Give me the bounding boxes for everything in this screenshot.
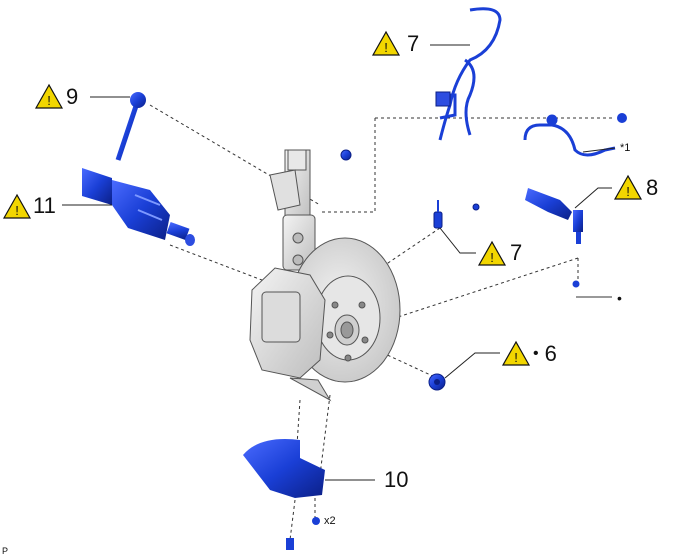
nut-top: [340, 149, 352, 161]
warning-triangle-icon: !: [2, 193, 32, 219]
drive-shaft: [82, 168, 195, 246]
callout-7-mid: 7: [510, 242, 522, 264]
callout-number: 11: [33, 193, 56, 218]
warning-triangle-icon: !: [371, 30, 401, 56]
warning-triangle-icon: !: [613, 174, 643, 200]
svg-text:!: !: [47, 93, 51, 108]
note-star-1: *1: [620, 142, 631, 154]
callout-7-top: 7: [407, 33, 419, 55]
callout-10: 10: [384, 469, 408, 491]
callout-number: 7: [407, 31, 420, 56]
warning-triangle-icon: !: [501, 340, 531, 366]
callout-6: • 6: [533, 343, 557, 365]
svg-text:!: !: [626, 184, 630, 199]
warning-triangle-icon: !: [34, 83, 64, 109]
callout-number: 7: [510, 240, 523, 265]
strut-assembly: [269, 149, 316, 271]
quantity-label: x2: [324, 515, 336, 527]
warning-triangle-icon: !: [477, 240, 507, 266]
tightening-dot-marker: •: [617, 290, 622, 306]
callout-8: 8: [646, 177, 658, 199]
callout-number: 6: [544, 341, 557, 366]
axle-hub-nut: [428, 373, 446, 391]
lower-ball-joint: [243, 439, 325, 550]
steering-knuckle: [249, 267, 332, 402]
speed-sensor-harness: [435, 7, 502, 141]
stabilizer-link: [115, 92, 146, 161]
flexible-hose: [523, 113, 627, 157]
tie-rod-end: [525, 188, 612, 298]
callout-number: 9: [66, 84, 79, 109]
callout-11: 11: [33, 195, 56, 217]
svg-text:!: !: [490, 250, 494, 265]
svg-text:!: !: [15, 203, 19, 218]
callout-number: 8: [646, 175, 659, 200]
svg-text:!: !: [514, 350, 518, 365]
warning-triangles: ! ! ! ! ! !: [2, 30, 643, 366]
callout-number: 10: [384, 467, 409, 492]
speed-sensor: [433, 200, 480, 229]
corner-marker: P: [2, 546, 9, 556]
solid-leaders: [62, 44, 616, 481]
callout-9: 9: [66, 86, 78, 108]
svg-text:!: !: [384, 40, 388, 55]
tightening-dot-marker: •: [533, 345, 539, 362]
